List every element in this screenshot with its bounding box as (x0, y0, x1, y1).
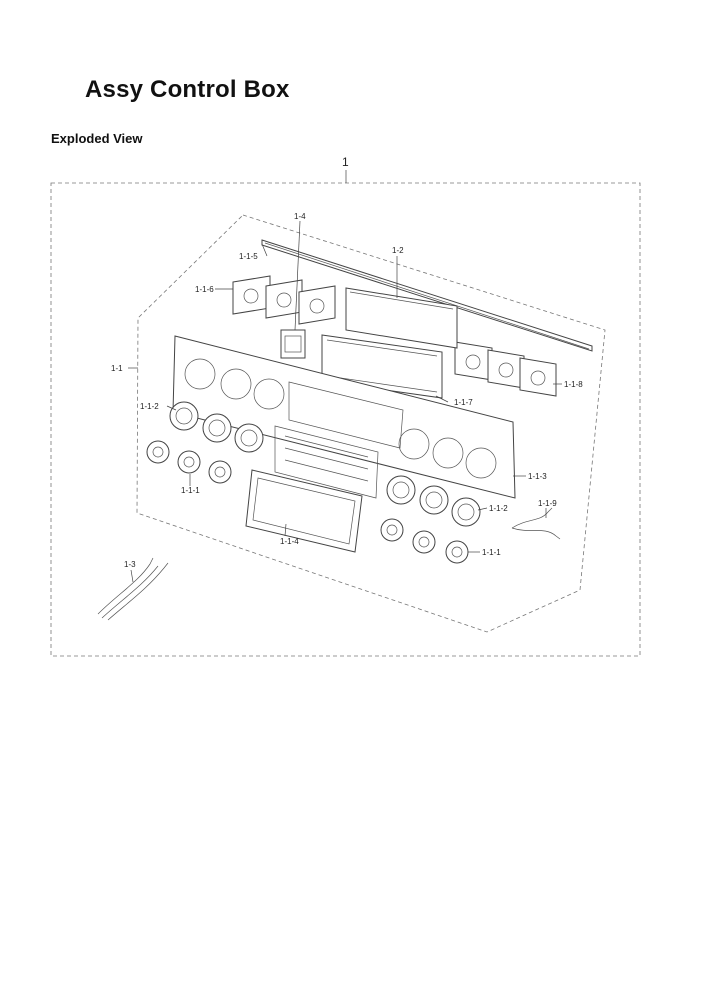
callout-1-1-5: 1-1-5 (239, 252, 258, 261)
assembly-frame (50, 182, 641, 657)
display-cover (345, 287, 458, 349)
knob-bushings-right (380, 518, 469, 564)
callout-1-1-3: 1-1-3 (528, 472, 547, 481)
callout-1-4: 1-4 (294, 212, 306, 221)
callout-1-1-7: 1-1-7 (454, 398, 473, 407)
callout-1-1-1-left: 1-1-1 (181, 486, 200, 495)
callout-1-1-1-right: 1-1-1 (482, 548, 501, 557)
callout-1-1-2-right: 1-1-2 (489, 504, 508, 513)
switch-brackets-right (454, 341, 557, 397)
subassembly-outline (136, 214, 606, 633)
section-title: Exploded View (51, 131, 143, 146)
wire-harness-large (97, 557, 169, 621)
module-part (280, 329, 306, 359)
callout-1-1-8: 1-1-8 (564, 380, 583, 389)
knob-housings-right (386, 475, 481, 527)
window-frame (245, 469, 363, 553)
callout-1-2: 1-2 (392, 246, 404, 255)
callout-1-1-4: 1-1-4 (280, 537, 299, 546)
callout-1-1-2-left: 1-1-2 (140, 402, 159, 411)
callout-1-1: 1-1 (111, 364, 123, 373)
callout-1-1-9: 1-1-9 (538, 499, 557, 508)
switch-brackets-left (232, 275, 336, 325)
control-panel (172, 335, 516, 499)
callout-1-1-6: 1-1-6 (195, 285, 214, 294)
callout-1-3: 1-3 (124, 560, 136, 569)
wire-harness-small (511, 507, 561, 540)
callout-1: 1 (342, 155, 349, 169)
knob-housings-left (169, 401, 264, 453)
knob-bushings-left (146, 440, 232, 484)
page-title: Assy Control Box (85, 76, 290, 103)
top-rail (261, 239, 593, 352)
leader-lines (128, 220, 562, 583)
